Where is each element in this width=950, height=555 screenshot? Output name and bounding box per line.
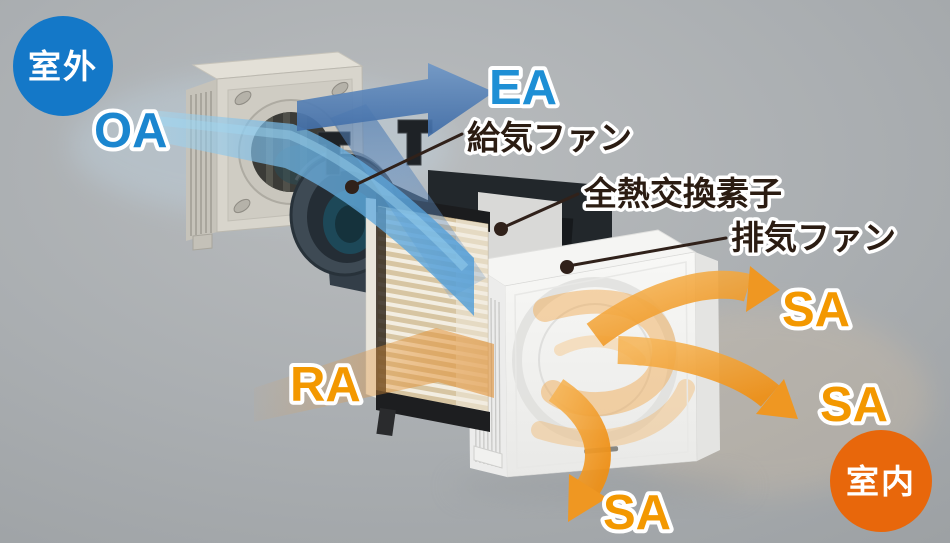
heat-element-dot xyxy=(494,222,508,236)
sa-right-label: SA xyxy=(820,378,888,432)
air-swirl xyxy=(531,379,695,448)
element-foot xyxy=(376,408,396,436)
sa-arrow-bottom-band xyxy=(548,379,611,495)
fan-hub-core xyxy=(335,205,365,243)
exhaust-fan-dot xyxy=(560,260,574,274)
screw-slot xyxy=(234,90,252,106)
oa-stream xyxy=(150,110,474,316)
element-bottom-frame xyxy=(376,390,490,432)
panel-seam xyxy=(514,261,689,469)
oa-stream-core xyxy=(149,115,469,272)
screw-slot xyxy=(331,81,349,97)
heat-element-label: 全熱交換素子 xyxy=(583,175,782,212)
indoor-badge-label: 室内 xyxy=(846,463,916,500)
leader-lines xyxy=(351,132,728,268)
box-foot xyxy=(192,233,213,251)
sa-top-label: SA xyxy=(782,283,850,337)
supply-fan-dot xyxy=(345,180,359,194)
ea-label: EA xyxy=(489,61,557,115)
sa-arrows xyxy=(548,266,798,522)
ra-stream xyxy=(254,328,494,422)
screw-slot xyxy=(233,198,251,214)
sa-bottom-label: SA xyxy=(603,486,671,540)
unit-bottom-vent xyxy=(473,445,503,469)
outdoor-badge-label: 室外 xyxy=(28,48,98,85)
sa-arrow-right-band xyxy=(617,336,780,407)
sa-arrow-bottom-head xyxy=(568,474,607,522)
supply-fan-label: 給気ファン xyxy=(467,119,632,156)
exhaust-fan-label: 排気ファン xyxy=(731,219,896,256)
exhaust-fan-leader xyxy=(566,236,728,268)
ra-label: RA xyxy=(290,358,361,412)
indoor-badge-circle xyxy=(830,430,932,532)
ea-arrow xyxy=(297,63,494,137)
supply-fan-leader xyxy=(351,132,464,188)
heat-element-leader xyxy=(500,192,580,230)
leader-dots xyxy=(345,180,574,274)
indoor-badge: 室内 xyxy=(830,430,932,532)
bottom-white-strip xyxy=(0,543,950,555)
outdoor-badge: 室外 xyxy=(13,16,113,116)
sa-arrow-top-head xyxy=(746,266,780,312)
oa-label: OA xyxy=(94,104,168,158)
sa-arrow-top-band xyxy=(586,270,753,347)
sa-arrow-right-head xyxy=(756,379,798,419)
outdoor-badge-circle xyxy=(13,16,113,116)
